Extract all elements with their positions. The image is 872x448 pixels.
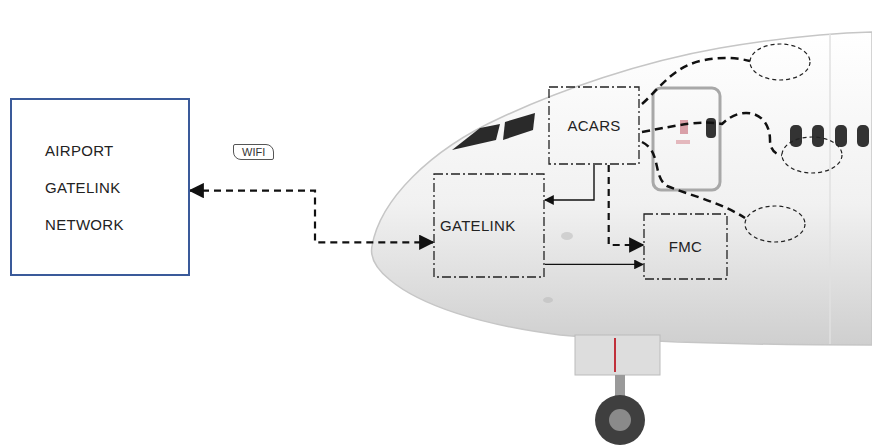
box-border (434, 174, 544, 277)
antenna-link (642, 58, 750, 104)
dashed-arrow (609, 165, 643, 245)
cockpit-window (503, 113, 535, 140)
dashed-arrow (190, 191, 433, 243)
box-border (11, 99, 189, 275)
cockpit-window (452, 124, 500, 150)
antenna-link (642, 142, 745, 218)
box-border (549, 87, 639, 164)
cabin-door (653, 88, 720, 190)
cabin-window (835, 125, 847, 147)
gear-marking (614, 338, 616, 372)
panel-seam (829, 34, 831, 344)
door-marking (676, 140, 690, 144)
cabin-window (857, 125, 869, 147)
antenna-link (642, 113, 782, 155)
fuselage-detail (543, 297, 553, 303)
gear-door (575, 335, 660, 375)
door-window (706, 118, 716, 138)
node-label: ACARS (567, 117, 620, 134)
antenna-zone (750, 44, 810, 80)
cabin-window (812, 125, 824, 147)
door-marking (680, 120, 688, 134)
antenna-zone (745, 206, 805, 242)
system-box: GATELINK (433, 173, 545, 278)
system-box: FMC (643, 213, 728, 280)
cabin-window (790, 125, 802, 147)
edge-label: WIFI (233, 144, 274, 160)
node-label: AIRPORT GATELINK NETWORK (45, 132, 145, 243)
nose-wheel (595, 395, 645, 445)
solid-arrow (545, 165, 594, 200)
network-box: AIRPORT GATELINK NETWORK (10, 98, 190, 276)
fuselage-detail (561, 232, 573, 240)
node-label: FMC (669, 238, 702, 255)
antenna-zone (782, 137, 842, 173)
box-border (644, 214, 727, 279)
node-label: GATELINK (440, 217, 515, 234)
wheel-hub (609, 409, 631, 431)
solid-arrow (545, 264, 643, 265)
system-box: ACARS (548, 86, 640, 165)
fuselage (372, 32, 872, 345)
